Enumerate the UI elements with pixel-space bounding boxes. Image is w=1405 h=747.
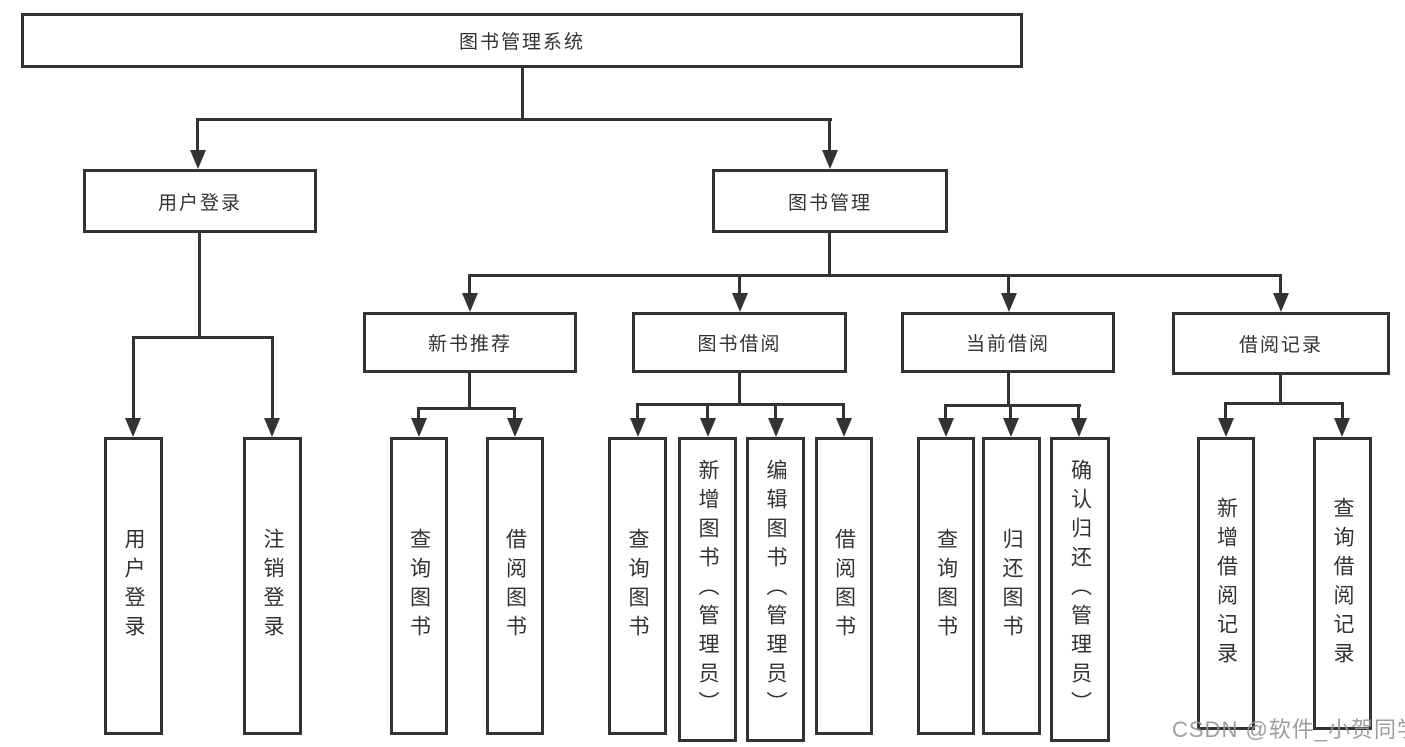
connector-borrow-crossbar bbox=[636, 403, 845, 406]
leaf-user-login-label: 用户登录 bbox=[122, 528, 145, 644]
arrowhead bbox=[264, 418, 280, 437]
leaf-add-borrow-record: 新增借阅记录 bbox=[1197, 437, 1255, 730]
arrowhead bbox=[1273, 293, 1289, 312]
node-root: 图书管理系统 bbox=[21, 13, 1023, 68]
node-user-login-label: 用户登录 bbox=[157, 192, 242, 214]
node-book-borrow: 图书借阅 bbox=[632, 312, 847, 373]
leaf-query-books-recommend-label: 查询图书 bbox=[407, 528, 431, 644]
connector-bookmgmt-stem bbox=[828, 233, 831, 277]
node-borrow-records: 借阅记录 bbox=[1172, 312, 1390, 375]
leaf-user-login: 用户登录 bbox=[104, 437, 163, 735]
leaf-logout-label: 注销登录 bbox=[261, 528, 284, 644]
connector-to-book-mgmt bbox=[828, 118, 831, 153]
leaf-query-books-current-label: 查询图书 bbox=[934, 528, 958, 644]
arrowhead bbox=[700, 418, 716, 437]
arrowhead bbox=[1071, 418, 1087, 437]
leaf-query-books-current: 查询图书 bbox=[917, 437, 975, 735]
arrowhead bbox=[768, 418, 784, 437]
connector-leg bbox=[774, 403, 777, 421]
leaf-borrow-books-recommend-label: 借阅图书 bbox=[503, 528, 527, 644]
connector-current-crossbar bbox=[944, 404, 1081, 407]
connector-newbook-crossbar bbox=[417, 407, 516, 410]
node-book-borrow-label: 图书借阅 bbox=[697, 334, 782, 355]
connector-to-login bbox=[132, 336, 135, 421]
arrowhead bbox=[1334, 418, 1350, 437]
arrowhead bbox=[507, 418, 523, 437]
leaf-return-books: 归还图书 bbox=[982, 437, 1041, 735]
connector-leg bbox=[636, 403, 639, 421]
arrowhead bbox=[125, 418, 141, 437]
connector-newbook-stem bbox=[468, 373, 471, 410]
leaf-confirm-return-admin: 确认归还（管理员） bbox=[1050, 437, 1110, 742]
node-book-management: 图书管理 bbox=[712, 169, 948, 233]
connector-leg bbox=[1077, 404, 1080, 421]
connector-to-logout bbox=[271, 336, 274, 421]
arrowhead bbox=[938, 418, 954, 437]
leaf-add-books-admin: 新增图书（管理员） bbox=[678, 437, 737, 742]
connector-to-user-login bbox=[196, 118, 199, 153]
connector-root-stem bbox=[521, 68, 524, 118]
connector-leg bbox=[944, 404, 947, 421]
arrowhead bbox=[1218, 418, 1234, 437]
arrowhead bbox=[732, 293, 748, 312]
node-new-book-recommend: 新书推荐 bbox=[363, 312, 577, 373]
connector-to-borrow bbox=[738, 274, 741, 296]
arrowhead bbox=[411, 418, 427, 437]
leaf-add-borrow-record-label: 新增借阅记录 bbox=[1214, 496, 1238, 671]
node-book-management-label: 图书管理 bbox=[787, 192, 872, 214]
arrowhead bbox=[836, 418, 852, 437]
arrowhead bbox=[1003, 418, 1019, 437]
connector-to-current bbox=[1007, 274, 1010, 296]
leaf-query-books-recommend: 查询图书 bbox=[390, 437, 448, 735]
leaf-query-borrow-record-label: 查询借阅记录 bbox=[1331, 496, 1354, 671]
leaf-return-books-label: 归还图书 bbox=[1000, 528, 1023, 644]
node-borrow-records-label: 借阅记录 bbox=[1238, 335, 1323, 356]
leaf-borrow-books-recommend: 借阅图书 bbox=[486, 437, 544, 735]
connector-leg bbox=[1341, 402, 1344, 421]
connector-to-newbook bbox=[468, 274, 471, 296]
connector-records-crossbar bbox=[1224, 402, 1343, 405]
connector-leg bbox=[706, 403, 709, 421]
leaf-add-books-admin-label: 新增图书（管理员） bbox=[696, 459, 719, 720]
arrowhead bbox=[822, 150, 838, 169]
node-new-book-recommend-label: 新书推荐 bbox=[427, 334, 512, 355]
arrowhead bbox=[1001, 293, 1017, 312]
connector-userlogin-stem bbox=[198, 233, 201, 339]
leaf-query-books-borrow-label: 查询图书 bbox=[626, 528, 649, 644]
connector-records-stem bbox=[1279, 375, 1282, 405]
leaf-borrow-books-label: 借阅图书 bbox=[832, 528, 856, 644]
connector-leg bbox=[842, 403, 845, 421]
connector-leg bbox=[1224, 402, 1227, 421]
leaf-query-borrow-record: 查询借阅记录 bbox=[1313, 437, 1372, 730]
connector-leg bbox=[513, 407, 516, 421]
leaf-confirm-return-admin-label: 确认归还（管理员） bbox=[1068, 459, 1092, 720]
connector-to-records bbox=[1279, 274, 1282, 296]
arrowhead bbox=[190, 150, 206, 169]
connector-current-stem bbox=[1007, 373, 1010, 407]
leaf-edit-books-admin: 编辑图书（管理员） bbox=[746, 437, 805, 742]
node-current-borrow: 当前借阅 bbox=[901, 312, 1115, 373]
connector-borrow-stem bbox=[738, 373, 741, 406]
connector-root-crossbar bbox=[196, 118, 832, 121]
connector-bookmgmt-crossbar bbox=[468, 274, 1282, 277]
leaf-borrow-books: 借阅图书 bbox=[815, 437, 873, 735]
leaf-logout: 注销登录 bbox=[243, 437, 302, 735]
leaf-edit-books-admin-label: 编辑图书（管理员） bbox=[764, 459, 787, 720]
node-user-login: 用户登录 bbox=[83, 169, 317, 233]
leaf-query-books-borrow: 查询图书 bbox=[608, 437, 667, 735]
connector-leg bbox=[1009, 404, 1012, 421]
arrowhead bbox=[462, 293, 478, 312]
node-root-label: 图书管理系统 bbox=[458, 32, 585, 53]
connector-leg bbox=[417, 407, 420, 421]
node-current-borrow-label: 当前借阅 bbox=[965, 334, 1050, 355]
connector-userlogin-crossbar bbox=[132, 336, 274, 339]
watermark: CSDN @软件_小贺同学 bbox=[1172, 717, 1405, 742]
arrowhead bbox=[630, 418, 646, 437]
